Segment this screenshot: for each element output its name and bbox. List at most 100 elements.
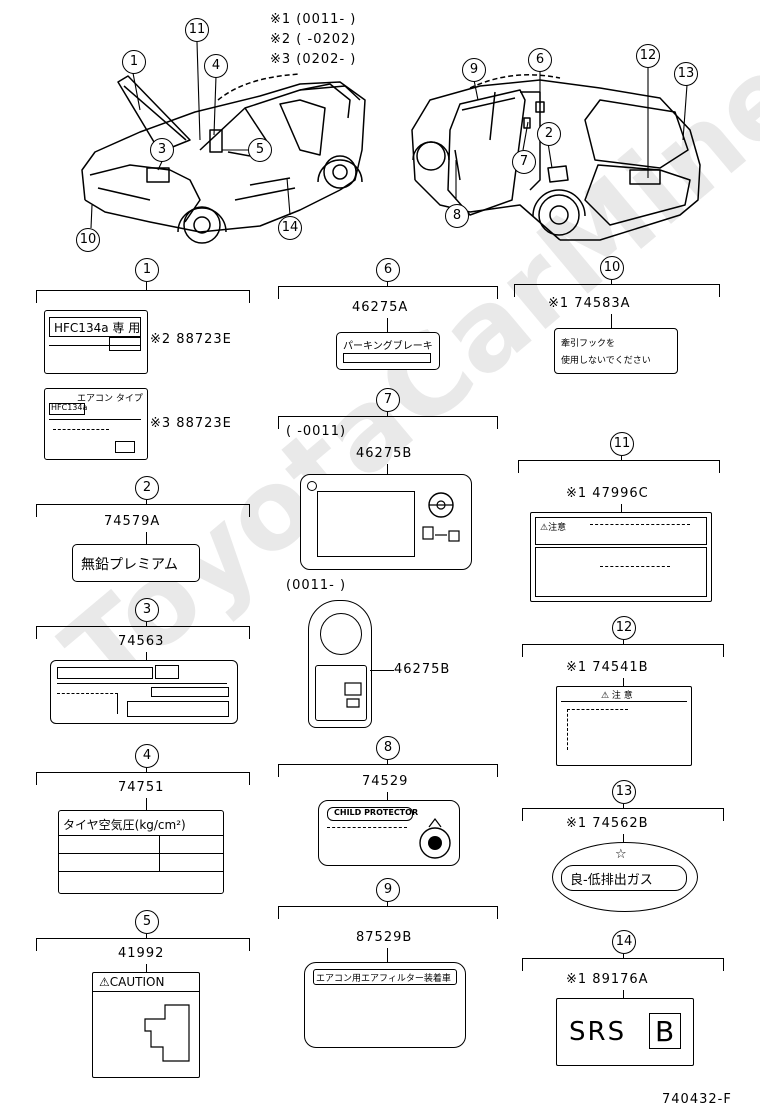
lock-knob-icon bbox=[419, 818, 451, 859]
label-3-row1 bbox=[57, 667, 153, 679]
steering-wheel-icon bbox=[422, 492, 460, 542]
callout-2: 2 bbox=[537, 122, 561, 146]
section-14-stem bbox=[623, 954, 624, 958]
label-10-line2: 使用しないでください bbox=[561, 356, 651, 366]
section-9-stem bbox=[387, 902, 388, 906]
callout-6: 6 bbox=[528, 48, 552, 72]
part-number-12: ※1 74541B bbox=[566, 660, 649, 675]
label-7a-hole bbox=[307, 481, 317, 491]
label-7b-plate bbox=[308, 600, 372, 728]
part-number-4: 74751 bbox=[118, 780, 165, 795]
section-13-number: 13 bbox=[612, 780, 636, 804]
star-icon: ☆ bbox=[615, 847, 627, 862]
label-5-text: ⚠CAUTION bbox=[99, 975, 165, 989]
label-3-row2 bbox=[151, 687, 229, 697]
label-8-plate: CHILD PROTECTOR bbox=[318, 800, 460, 866]
callout-9: 9 bbox=[462, 58, 486, 82]
section-14-number: 14 bbox=[612, 930, 636, 954]
label-2-plate: 無鉛プレミアム bbox=[72, 544, 200, 582]
part-number-1a: ※2 88723E bbox=[150, 332, 232, 347]
section-9-leader bbox=[387, 948, 388, 962]
seat-icon bbox=[344, 682, 362, 708]
part-number-7a: 46275B bbox=[356, 446, 413, 461]
section-6-leader bbox=[387, 318, 388, 332]
label-5-stair bbox=[144, 1004, 190, 1062]
section-1-bracket bbox=[36, 290, 250, 303]
section-1-number: 1 bbox=[135, 258, 159, 282]
section-6-bracket bbox=[278, 286, 498, 299]
section-10-stem bbox=[611, 280, 612, 284]
label-1b-tag: HFC134a bbox=[49, 403, 88, 415]
range-7b: (0011- ) bbox=[286, 578, 347, 593]
section-6-stem bbox=[387, 282, 388, 286]
part-number-8: 74529 bbox=[362, 774, 409, 789]
label-9-header: エアコン用エアフィルター装着車 bbox=[313, 969, 457, 985]
section-5-number: 5 bbox=[135, 910, 159, 934]
label-11-body bbox=[535, 547, 707, 597]
section-11-leader bbox=[621, 504, 622, 512]
label-11-top: ⚠注意 bbox=[535, 517, 707, 545]
section-4-leader bbox=[146, 798, 147, 810]
label-1b-text: HFC134a bbox=[51, 403, 88, 412]
part-number-5: 41992 bbox=[118, 946, 165, 961]
section-11-number: 11 bbox=[610, 432, 634, 456]
label-3-block bbox=[57, 693, 118, 714]
label-13-band: 良-低排出ガス bbox=[561, 865, 687, 891]
range-7a: ( -0011) bbox=[286, 424, 347, 439]
label-1b-plate: エアコン タイプ HFC134a bbox=[44, 388, 148, 460]
part-number-7b: 46275B bbox=[394, 662, 451, 677]
label-3-row3 bbox=[127, 701, 229, 717]
section-2-stem bbox=[146, 500, 147, 504]
section-5-bracket bbox=[36, 938, 250, 951]
section-3-number: 3 bbox=[135, 598, 159, 622]
callout-3: 3 bbox=[150, 138, 174, 162]
section-1-stem bbox=[146, 282, 147, 290]
label-9-plate: エアコン用エアフィルター装着車 bbox=[304, 962, 466, 1048]
label-11-dash bbox=[590, 524, 690, 539]
section-12-bracket bbox=[522, 644, 724, 657]
label-4-divider bbox=[159, 835, 160, 871]
section-13-stem bbox=[623, 804, 624, 808]
label-11-text: ⚠注意 bbox=[540, 523, 567, 533]
label-1a-plate: HFC134a 専 用 bbox=[44, 310, 148, 374]
callout-8: 8 bbox=[445, 204, 469, 228]
label-7a-plate bbox=[300, 474, 472, 570]
section-2-bracket bbox=[36, 504, 250, 517]
variant-note-2: ※2 ( -0202) bbox=[270, 32, 357, 47]
label-1a-header: HFC134a 専 用 bbox=[49, 317, 141, 337]
part-number-13: ※1 74562B bbox=[566, 816, 649, 831]
label-1b-dash bbox=[53, 429, 109, 442]
part-number-3: 74563 bbox=[118, 634, 165, 649]
label-12-rule bbox=[561, 701, 687, 702]
label-13-plate: ☆ 良-低排出ガス bbox=[552, 842, 698, 912]
part-number-1b: ※3 88723E bbox=[150, 416, 232, 431]
label-14-plate: SRS B bbox=[556, 998, 694, 1066]
label-13-text: 良-低排出ガス bbox=[570, 873, 653, 888]
section-7a-leader bbox=[387, 464, 388, 474]
callout-14: 14 bbox=[278, 216, 302, 240]
callout-13: 13 bbox=[674, 62, 698, 86]
label-7b-leader bbox=[370, 670, 394, 671]
section-14-bracket bbox=[522, 958, 724, 971]
section-8-bracket bbox=[278, 764, 498, 777]
part-number-10: ※1 74583A bbox=[548, 296, 631, 311]
vehicle-illustrations bbox=[81, 41, 701, 244]
label-1b-cell bbox=[115, 441, 135, 453]
section-7-stem bbox=[387, 412, 388, 416]
label-5-plate: ⚠CAUTION bbox=[92, 972, 200, 1078]
label-14-srs: SRS bbox=[569, 1017, 627, 1047]
label-4-rule1 bbox=[59, 835, 223, 836]
label-12-text: ⚠ 注 意 bbox=[601, 691, 633, 701]
label-10-plate: 牽引フックを 使用しないでください bbox=[554, 328, 678, 374]
part-number-2: 74579A bbox=[104, 514, 161, 529]
label-7b-panel bbox=[315, 665, 367, 721]
label-4-rule2 bbox=[59, 853, 223, 854]
section-3-leader bbox=[146, 652, 147, 660]
label-6-text: パーキングブレーキ bbox=[343, 341, 433, 352]
callout-1: 1 bbox=[122, 50, 146, 74]
section-8-stem bbox=[387, 760, 388, 764]
label-14-letter: B bbox=[655, 1015, 675, 1048]
diagram-code: 740432-F bbox=[662, 1092, 732, 1107]
label-6-bar bbox=[343, 353, 431, 363]
section-4-stem bbox=[146, 768, 147, 772]
